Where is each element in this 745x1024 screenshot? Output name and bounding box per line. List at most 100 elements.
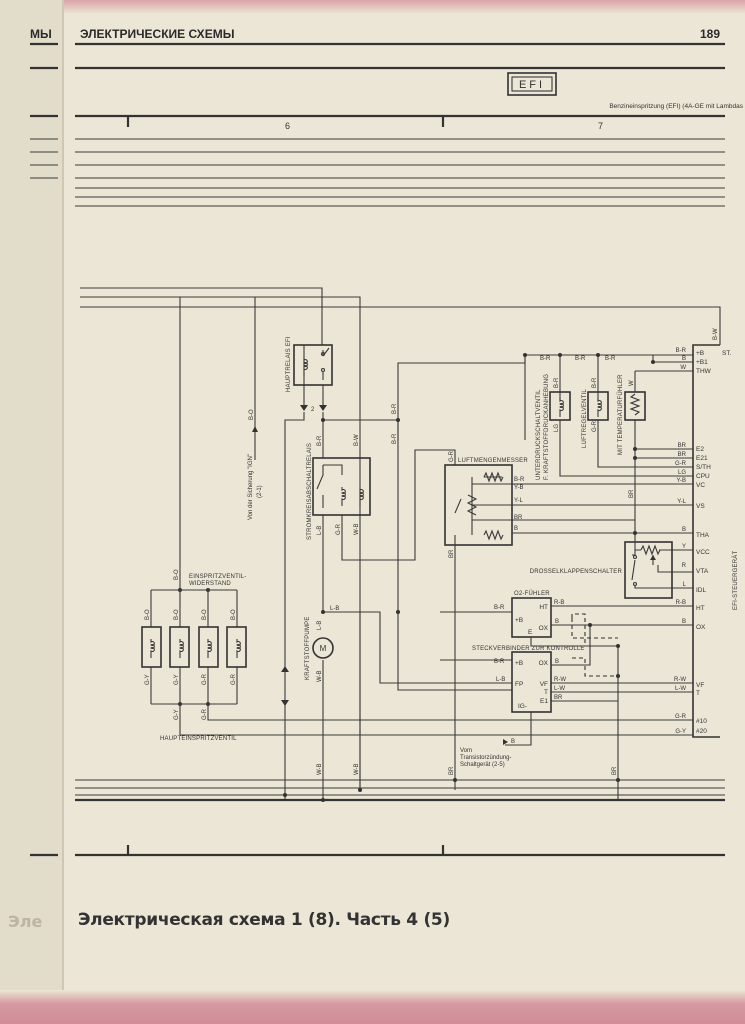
column-7: 7 [598, 121, 603, 131]
svg-text:G-Y: G-Y [174, 674, 180, 685]
system-subtitle: Benzineinspritzung (EFI) (4A-GE mit Lamb… [609, 103, 743, 110]
svg-text:B: B [682, 527, 686, 533]
svg-text:L-W: L-W [554, 686, 565, 692]
svg-text:STECKVERBINDER ZUR KONTROLLE: STECKVERBINDER ZUR KONTROLLE [472, 646, 585, 652]
svg-text:G-R: G-R [675, 714, 687, 720]
air-flow-meter: LUFTMENGENMESSER [444, 458, 528, 546]
svg-text:Y-L: Y-L [514, 498, 523, 504]
throttle-position-sensor: DROSSELKLAPPENSCHALTER [530, 541, 673, 599]
svg-text:+B: +B [515, 617, 523, 624]
svg-text:BR: BR [612, 766, 618, 775]
svg-text:B-O: B-O [231, 609, 237, 620]
svg-text:G-R: G-R [231, 673, 237, 685]
svg-text:G-R: G-R [202, 708, 208, 720]
svg-text:BR: BR [678, 452, 687, 458]
svg-text:B-R: B-R [605, 356, 616, 362]
svg-text:E: E [528, 629, 533, 636]
svg-text:E21: E21 [696, 455, 708, 462]
svg-text:Y-B: Y-B [677, 478, 686, 484]
svg-text:L-B: L-B [330, 606, 339, 612]
svg-text:BR: BR [678, 443, 687, 449]
svg-text:B-O: B-O [145, 609, 151, 620]
svg-text:L-W: L-W [675, 686, 686, 692]
svg-text:F. KRAFTSTOFFDRUCKANHEBUNG: F. KRAFTSTOFFDRUCKANHEBUNG [544, 374, 550, 480]
svg-text:LG: LG [678, 470, 686, 476]
svg-text:E1: E1 [540, 698, 548, 705]
svg-text:OX: OX [539, 660, 549, 667]
vacuum-switching-valve: UNTERDRUCKSCHALTVENTIL F. KRAFTSTOFFDRUC… [536, 374, 571, 480]
svg-text:G-R: G-R [336, 523, 342, 535]
svg-text:Y-L: Y-L [677, 499, 686, 505]
svg-text:BR: BR [554, 695, 563, 701]
svg-text:B-O: B-O [174, 609, 180, 620]
svg-text:HAUPTEINSPRITZVENTIL: HAUPTEINSPRITZVENTIL [160, 736, 237, 742]
relay-terminal-label: 2 [311, 407, 315, 413]
svg-text:W-B: W-B [317, 670, 323, 682]
svg-text:B: B [682, 619, 686, 625]
wires [80, 287, 721, 800]
svg-text:MIT TEMPERATURFÜHLER: MIT TEMPERATURFÜHLER [617, 374, 624, 455]
svg-text:EINSPRITZVENTIL-: EINSPRITZVENTIL- [189, 574, 247, 580]
page-edge-bottom [0, 990, 745, 1024]
svg-text:THW: THW [696, 368, 712, 375]
section-title: ЭЛЕКТРИЧЕСКИЕ СХЕМЫ [80, 27, 235, 41]
svg-text:B-O: B-O [202, 609, 208, 620]
svg-text:B-R: B-R [575, 356, 586, 362]
previous-page-edge [0, 0, 64, 1024]
column-6: 6 [285, 121, 290, 131]
svg-text:HT: HT [696, 605, 705, 612]
svg-text:VCC: VCC [696, 549, 710, 556]
svg-text:UNTERDRUCKSCHALTVENTIL: UNTERDRUCKSCHALTVENTIL [536, 389, 542, 480]
svg-text:BR: BR [629, 489, 635, 498]
svg-text:R-W: R-W [674, 677, 686, 683]
svg-text:W: W [629, 380, 635, 386]
check-connector: STECKVERBINDER ZUR KONTROLLE +B OX FP VF… [472, 646, 585, 713]
main-relay-efi: HAUPTRELAIS EFI 2 [286, 336, 333, 413]
svg-text:Transistorzündung-: Transistorzündung- [460, 755, 511, 761]
svg-text:B-R: B-R [392, 403, 398, 414]
svg-text:B-W: B-W [354, 434, 360, 446]
svg-text:G-R: G-R [449, 450, 455, 462]
svg-text:BR: BR [514, 515, 523, 521]
svg-text:ST.: ST. [722, 350, 732, 357]
svg-text:HAUPTRELAIS EFI: HAUPTRELAIS EFI [286, 336, 292, 392]
circuit-opening-relay: STROMKREISABSCHALTRELAIS [307, 443, 371, 540]
svg-text:B-R: B-R [554, 377, 560, 388]
svg-text:B-R: B-R [392, 433, 398, 444]
svg-text:G-Y: G-Y [174, 709, 180, 720]
svg-text:OX: OX [696, 624, 706, 631]
svg-text:G-R: G-R [202, 673, 208, 685]
svg-text:VS: VS [696, 503, 705, 510]
svg-text:VF: VF [696, 682, 704, 689]
fuel-pump: M KRAFTSTOFFPUMPE [305, 616, 334, 680]
svg-text:B-R: B-R [592, 377, 598, 388]
svg-text:HT: HT [539, 604, 548, 611]
svg-text:R-W: R-W [554, 677, 566, 683]
svg-text:VTA: VTA [696, 568, 709, 575]
svg-text:Y-B: Y-B [514, 485, 523, 491]
page-number: 189 [700, 27, 721, 41]
svg-text:W: W [680, 365, 686, 371]
svg-text:IDL: IDL [696, 587, 707, 594]
svg-text:R-B: R-B [676, 600, 686, 606]
svg-text:FP: FP [515, 681, 523, 688]
svg-text:R: R [682, 563, 687, 569]
svg-text:W-B: W-B [354, 523, 360, 535]
left-page-header-fragment: МЫ [30, 27, 52, 41]
svg-text:(2-1): (2-1) [257, 485, 263, 498]
air-valve: LUFTREGELVENTIL [582, 389, 609, 448]
transistor-igniter-label: Vom [460, 748, 472, 754]
svg-text:R-B: R-B [554, 600, 564, 606]
svg-text:L-B: L-B [317, 526, 323, 535]
svg-text:IG-: IG- [518, 703, 527, 710]
svg-text:WIDERSTAND: WIDERSTAND [189, 581, 231, 587]
svg-text:B: B [682, 356, 686, 362]
svg-text:G-Y: G-Y [675, 729, 686, 735]
svg-text:LUFTMENGENMESSER: LUFTMENGENMESSER [458, 458, 528, 464]
injectors: EINSPRITZVENTIL- WIDERSTAND HAUPTEINSPRI… [141, 574, 265, 742]
svg-text:B-R: B-R [317, 435, 323, 446]
svg-text:W-B: W-B [317, 763, 323, 775]
top-bus-lines [75, 138, 725, 207]
svg-text:EFI: EFI [519, 79, 545, 91]
svg-text:W-B: W-B [354, 763, 360, 775]
